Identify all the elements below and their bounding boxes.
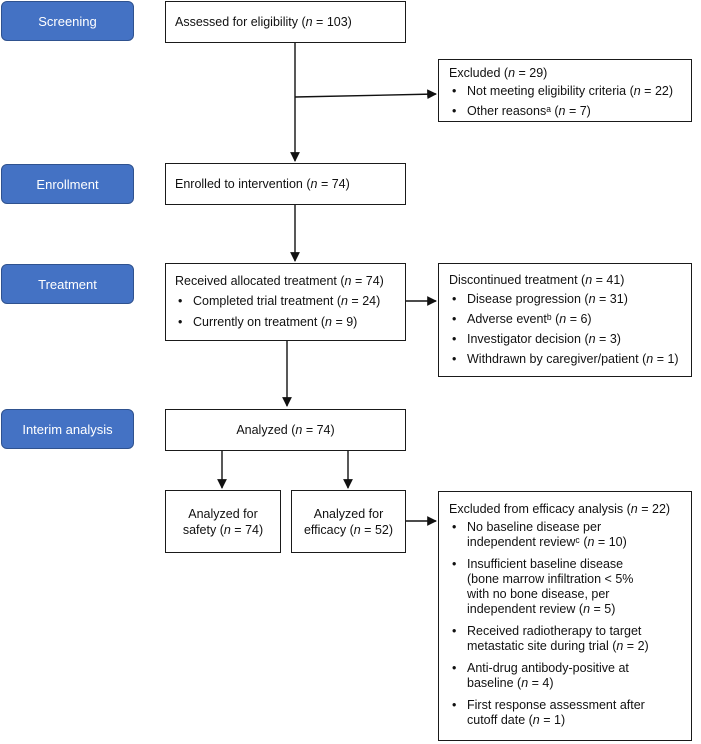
stage-interim-analysis: Interim analysis: [1, 409, 134, 449]
list-item: Investigator decision (n = 3): [449, 332, 691, 347]
discontinued-list: Disease progression (n = 31) Adverse eve…: [449, 292, 691, 367]
enrolled-box: Enrolled to intervention (n = 74): [165, 163, 406, 205]
list-item: Disease progression (n = 31): [449, 292, 691, 307]
list-item: Withdrawn by caregiver/patient (n = 1): [449, 352, 691, 367]
list-item: Received radiotherapy to target metastat…: [449, 624, 691, 654]
excluded-title: Excluded (n = 29): [449, 66, 548, 80]
list-item: Completed trial treatment (n = 24): [175, 294, 405, 309]
received-list: Completed trial treatment (n = 24) Curre…: [175, 294, 405, 330]
list-item: First response assessment after cutoff d…: [449, 698, 691, 728]
stage-treatment: Treatment: [1, 264, 134, 304]
assessed-title: Assessed for eligibility (n = 103): [175, 15, 352, 29]
excluded-box: Excluded (n = 29) Not meeting eligibilit…: [438, 59, 692, 122]
list-item: Adverse eventᵇ (n = 6): [449, 312, 691, 327]
excluded-efficacy-box: Excluded from efficacy analysis (n = 22)…: [438, 491, 692, 741]
arrow-to-excluded: [294, 89, 437, 100]
assessed-box: Assessed for eligibility (n = 103): [165, 1, 406, 43]
efficacy-line1: Analyzed for: [313, 506, 384, 521]
safety-box: Analyzed for safety (n = 74): [165, 490, 281, 553]
received-box: Received allocated treatment (n = 74) Co…: [165, 263, 406, 341]
safety-line1: Analyzed for: [188, 506, 258, 521]
list-item: Not meeting eligibility criteria (n = 22…: [449, 84, 691, 99]
list-item: Anti-drug antibody-positive at baseline …: [449, 661, 691, 691]
excluded-list: Not meeting eligibility criteria (n = 22…: [449, 84, 691, 119]
list-item: Insufficient baseline disease (bone marr…: [449, 557, 691, 617]
discontinued-title: Discontinued treatment (n = 41): [449, 273, 625, 287]
safety-line2: safety (n = 74): [182, 522, 264, 537]
analyzed-box: Analyzed (n = 74): [165, 409, 406, 451]
list-item: Other reasonsᵃ (n = 7): [449, 104, 691, 119]
list-item: No baseline disease per independent revi…: [449, 520, 691, 550]
discontinued-box: Discontinued treatment (n = 41) Disease …: [438, 263, 692, 377]
received-title: Received allocated treatment (n = 74): [175, 274, 384, 288]
excluded-efficacy-list: No baseline disease per independent revi…: [449, 520, 691, 728]
excluded-efficacy-title: Excluded from efficacy analysis (n = 22): [449, 502, 671, 516]
efficacy-box: Analyzed for efficacy (n = 52): [291, 490, 406, 553]
enrolled-title: Enrolled to intervention (n = 74): [175, 177, 350, 191]
analyzed-title: Analyzed (n = 74): [236, 423, 335, 437]
stage-enrollment: Enrollment: [1, 164, 134, 204]
efficacy-line2: efficacy (n = 52): [303, 522, 394, 537]
list-item: Currently on treatment (n = 9): [175, 315, 405, 330]
stage-screening: Screening: [1, 1, 134, 41]
